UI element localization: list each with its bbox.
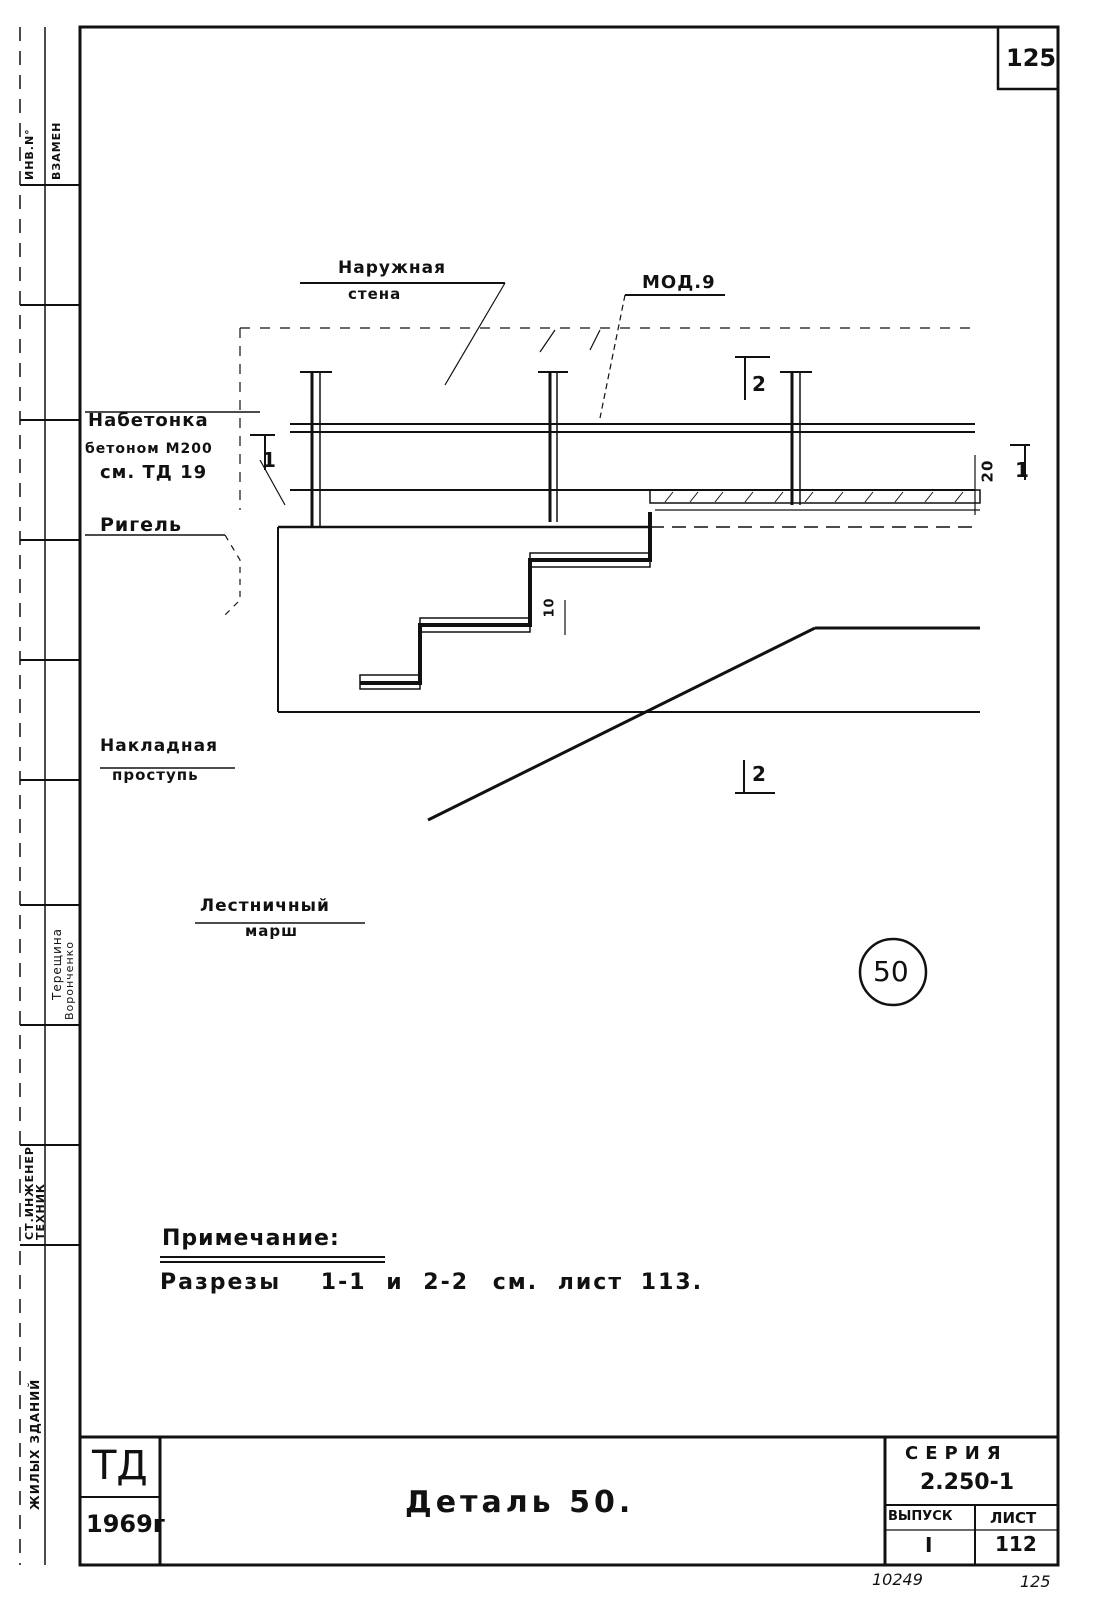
dim-20-label: 20 xyxy=(978,459,997,483)
seria-label: СЕРИЯ xyxy=(905,1443,1008,1464)
nabetonka-label-3: см. ТД 19 xyxy=(100,462,208,483)
nabetonka-label-2: бетоном М200 xyxy=(85,441,213,457)
marsh-label-1: Лестничный xyxy=(200,896,330,916)
outer-wall-label-1: Наружная xyxy=(338,258,446,278)
bottom-left-number: 10249 xyxy=(872,1570,923,1589)
note-cut-1: 1-1 xyxy=(320,1270,367,1295)
page-number: 125 xyxy=(1006,44,1057,72)
note-text-prefix: Разрезы xyxy=(160,1270,282,1295)
mdl-label: МОД.9 xyxy=(642,272,716,293)
nabetonka-label-1: Набетонка xyxy=(88,410,209,431)
project-title: ЖИЛЫХ ЗДАНИЙ xyxy=(28,1378,42,1510)
note-sheet-word: лист xyxy=(557,1270,624,1295)
list-label: ЛИСТ xyxy=(990,1509,1037,1527)
name-1: Терещина xyxy=(50,927,64,1000)
inv-no-label: ИНВ.N° xyxy=(23,128,36,180)
title-block-title: Деталь 50. xyxy=(405,1485,635,1520)
seria-value: 2.250-1 xyxy=(920,1470,1015,1495)
section-mark-top: 2 xyxy=(752,372,767,396)
name-2: Воронченко xyxy=(63,940,76,1020)
vypusk-value: I xyxy=(925,1533,933,1557)
note-text: Разрезы 1-1 и 2-2 см. лист 113. xyxy=(160,1270,703,1295)
section-mark-bottom: 2 xyxy=(752,762,767,786)
note-see: см. xyxy=(492,1270,539,1295)
section-mark-right: 1 xyxy=(1015,458,1030,482)
note-cut-2: 2-2 xyxy=(423,1270,470,1295)
section-mark-left: 1 xyxy=(262,448,277,472)
rigel-label: Ригель xyxy=(100,514,182,536)
dim-10-label: 10 xyxy=(542,597,558,618)
tehnik-label: ТЕХНИК xyxy=(34,1183,47,1240)
note-sheet-no: 113. xyxy=(640,1270,704,1295)
outer-wall-label-2: стена xyxy=(348,285,402,303)
bottom-right-number: 125 xyxy=(1020,1572,1051,1591)
title-block-td: ТД xyxy=(92,1443,148,1489)
vypusk-label: ВЫПУСК xyxy=(888,1509,953,1524)
nakladnaya-label-2: проступь xyxy=(112,766,199,784)
marsh-label-2: марш xyxy=(245,922,299,940)
list-value: 112 xyxy=(995,1532,1037,1556)
note-heading: Примечание: xyxy=(162,1226,340,1251)
title-block-year: 1969г xyxy=(86,1510,166,1538)
note-and: и xyxy=(386,1270,404,1295)
nakladnaya-label-1: Накладная xyxy=(100,736,219,756)
detail-circle-number: 50 xyxy=(873,955,909,988)
vzamen-label: ВЗАМЕН xyxy=(50,121,63,180)
